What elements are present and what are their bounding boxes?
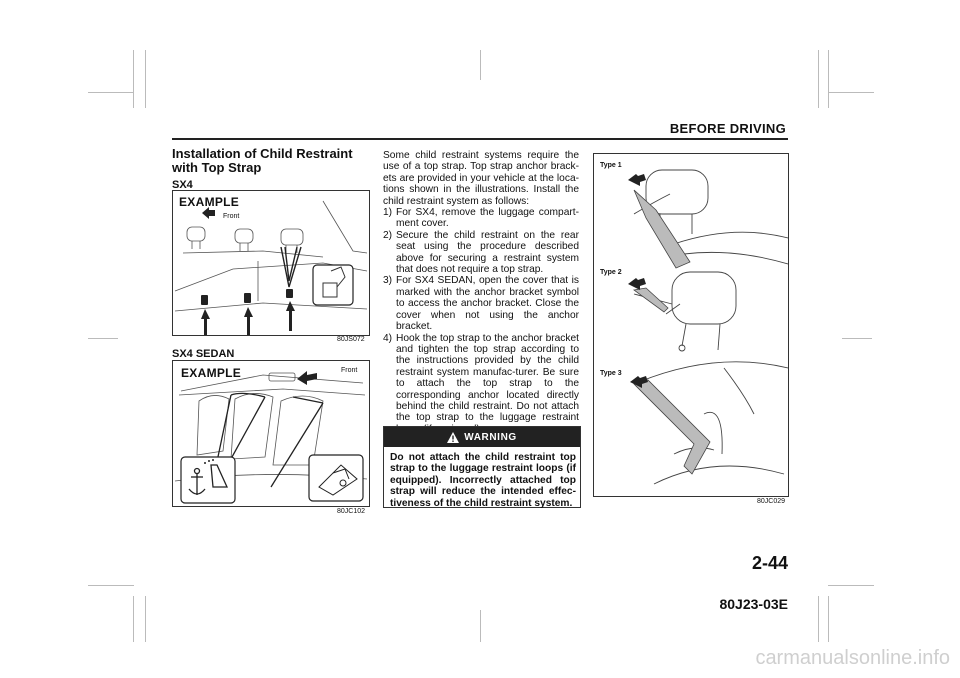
warning-header: WARNING xyxy=(384,427,580,447)
warning-title: WARNING xyxy=(464,431,517,443)
sx4-label: SX4 xyxy=(172,179,193,191)
warning-triangle-icon xyxy=(447,431,460,443)
types-figure-code: 80JC029 xyxy=(757,498,786,505)
step-item: 1) For SX4, remove the luggage compart-m… xyxy=(383,207,579,230)
page-number: 2-44 xyxy=(751,553,788,573)
crop-mark xyxy=(828,596,829,642)
header-rule xyxy=(172,138,788,140)
step-item: 2) Secure the child restraint on the rea… xyxy=(383,230,579,276)
sedan-illustration xyxy=(174,371,368,504)
section-header: BEFORE DRIVING xyxy=(669,121,786,136)
crop-mark xyxy=(145,596,146,642)
sx4-illustration xyxy=(174,200,368,335)
type3-label: Type 3 xyxy=(600,370,622,377)
step-text: Secure the child restraint on the rear s… xyxy=(396,229,579,276)
crop-mark xyxy=(133,50,134,108)
step-item: 3) For SX4 SEDAN, open the cover that is… xyxy=(383,275,579,332)
crop-mark xyxy=(88,92,134,93)
sedan-front-label: Front xyxy=(341,367,358,374)
warning-text: Do not attach the child restraint top st… xyxy=(390,452,576,509)
crop-mark xyxy=(828,50,829,108)
document-code: 80J23-03E xyxy=(719,596,788,612)
crop-mark xyxy=(133,596,134,642)
crop-mark xyxy=(480,50,481,80)
crop-mark xyxy=(480,610,481,642)
step-item: 4) Hook the top strap to the anchor brac… xyxy=(383,333,579,436)
sedan-figure: EXAMPLE Front xyxy=(172,360,370,507)
type2-label: Type 2 xyxy=(600,269,622,276)
step-number: 4) xyxy=(383,332,393,344)
sx4-front-label: Front xyxy=(223,213,240,220)
crop-mark xyxy=(842,338,872,339)
watermark: carmanualsonline.info xyxy=(755,647,950,669)
sx4-figure-code: 80JS072 xyxy=(337,336,365,343)
step-number: 3) xyxy=(383,275,393,287)
crop-mark xyxy=(145,50,146,108)
type1-label: Type 1 xyxy=(600,162,622,169)
sx4-figure: EXAMPLE Front xyxy=(172,190,370,336)
step-text: For SX4 SEDAN, open the cover that is ma… xyxy=(396,275,579,333)
section-title: Installation of Child Restraint with Top… xyxy=(172,146,353,175)
step-text: Hook the top strap to the anchor bracket… xyxy=(396,332,579,435)
intro-paragraph: Some child restraint systems require the… xyxy=(383,150,579,207)
types-illustration xyxy=(628,169,788,485)
sedan-figure-code: 80JC102 xyxy=(337,508,366,515)
crop-mark xyxy=(818,50,819,108)
step-number: 2) xyxy=(383,229,393,241)
sedan-label: SX4 SEDAN xyxy=(172,348,235,360)
crop-mark xyxy=(88,585,134,586)
crop-mark xyxy=(818,596,819,642)
step-number: 1) xyxy=(383,207,393,219)
crop-mark xyxy=(88,338,118,339)
types-figure: Type 1 Type 2 Type 3 xyxy=(593,153,789,497)
crop-mark xyxy=(828,585,874,586)
crop-mark xyxy=(828,92,874,93)
warning-box: WARNING Do not attach the child restrain… xyxy=(383,426,581,509)
step-text: For SX4, remove the luggage compart-ment… xyxy=(396,207,579,230)
sedan-example-label: EXAMPLE xyxy=(181,366,242,380)
sx4-example-label: EXAMPLE xyxy=(179,195,240,209)
body-text: Some child restraint systems require the… xyxy=(383,150,579,435)
